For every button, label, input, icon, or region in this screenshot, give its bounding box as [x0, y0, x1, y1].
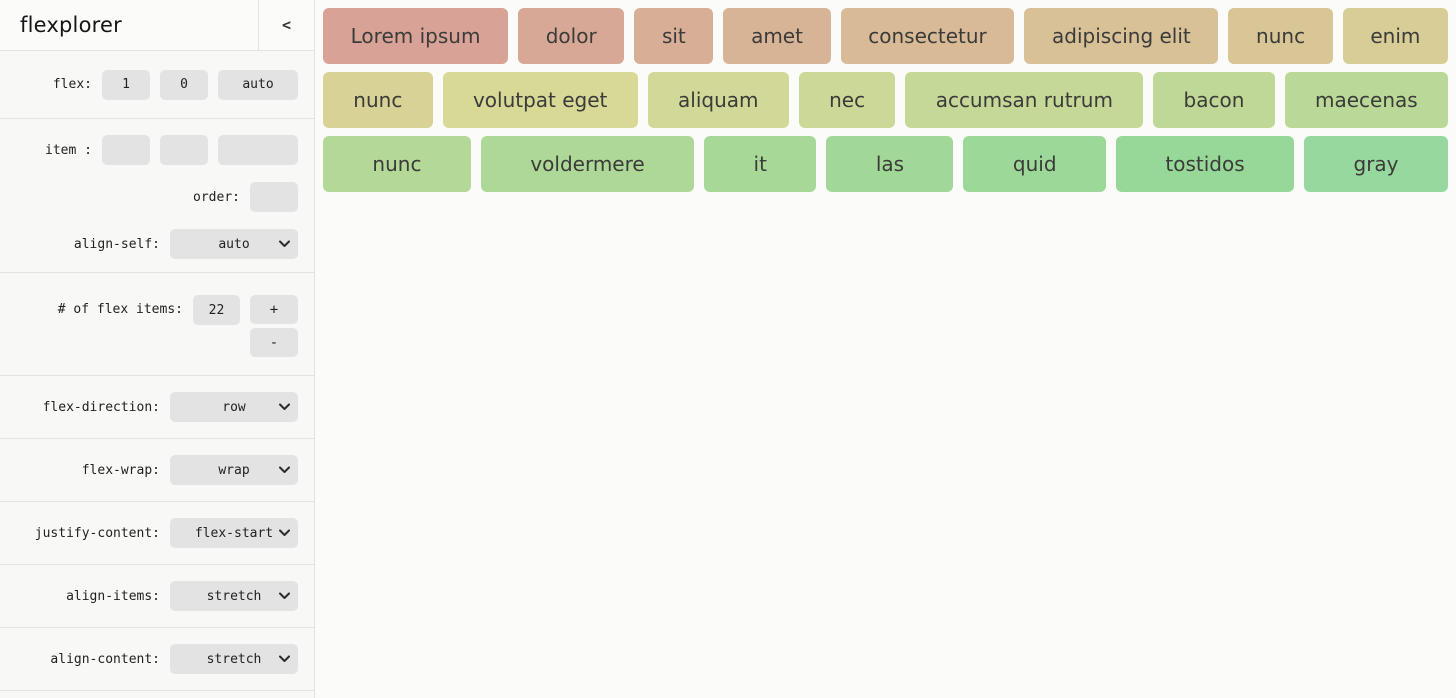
- flex-item[interactable]: adipiscing elit: [1024, 8, 1219, 64]
- justify-content-label: justify-content:: [34, 525, 160, 541]
- flex-label: flex:: [52, 77, 92, 92]
- flex-item[interactable]: nunc: [1228, 8, 1333, 64]
- chevron-down-icon: [279, 403, 290, 411]
- justify-content-select[interactable]: flex-start: [170, 518, 298, 548]
- flex-shrink-input[interactable]: [160, 69, 208, 100]
- flex-shorthand-section: flex:: [0, 50, 314, 118]
- flex-wrap-section: flex-wrap: wrap: [0, 438, 314, 501]
- add-item-button[interactable]: +: [250, 295, 298, 324]
- flex-item[interactable]: Lorem ipsum: [323, 8, 509, 64]
- align-items-label: align-items:: [66, 588, 160, 604]
- item-count-input[interactable]: [193, 295, 240, 325]
- align-items-section: align-items: stretch: [0, 564, 314, 627]
- flex-direction-section: flex-direction: row: [0, 375, 314, 438]
- flex-item[interactable]: gray: [1304, 136, 1448, 192]
- flex-item[interactable]: nunc: [323, 72, 433, 128]
- justify-content-section: justify-content: flex-start: [0, 501, 314, 564]
- flex-wrap-label: flex-wrap:: [81, 462, 160, 478]
- flex-item[interactable]: voldermere: [480, 136, 695, 192]
- item-count-label: # of flex items:: [57, 302, 183, 317]
- flex-direction-label: flex-direction:: [42, 399, 160, 415]
- item-properties-section: item : order: align-self: auto: [0, 118, 314, 272]
- flex-item[interactable]: bacon: [1153, 72, 1275, 128]
- item-flex-grow-input[interactable]: [102, 135, 150, 165]
- item-count-stepper: + -: [250, 295, 298, 357]
- flex-wrap-select-value: wrap: [218, 462, 250, 478]
- chevron-down-icon: [279, 592, 290, 600]
- justify-content-select-value: flex-start: [194, 525, 274, 541]
- order-label: order:: [193, 189, 240, 205]
- sidebar-header: flexplorer <: [0, 0, 314, 50]
- flex-item[interactable]: quid: [963, 136, 1106, 192]
- flex-item[interactable]: aliquam: [647, 72, 789, 128]
- order-input[interactable]: [250, 182, 298, 212]
- flex-item[interactable]: accumsan rutrum: [905, 72, 1144, 128]
- flex-item[interactable]: volutpat eget: [442, 72, 638, 128]
- chevron-down-icon: [279, 466, 290, 474]
- flex-item[interactable]: nunc: [323, 136, 471, 192]
- align-self-label: align-self:: [73, 236, 160, 252]
- flex-direction-select-value: row: [222, 399, 246, 415]
- align-self-select[interactable]: auto: [170, 229, 298, 259]
- flex-item[interactable]: las: [826, 136, 954, 192]
- collapse-sidebar-button[interactable]: <: [258, 0, 314, 50]
- flex-basis-input[interactable]: [218, 69, 298, 100]
- flex-wrap-select[interactable]: wrap: [170, 455, 298, 485]
- flex-item[interactable]: consectetur: [840, 8, 1015, 64]
- flex-item[interactable]: dolor: [518, 8, 625, 64]
- flex-item[interactable]: amet: [723, 8, 831, 64]
- chevron-down-icon: [279, 529, 290, 537]
- align-content-label: align-content:: [50, 651, 160, 667]
- sidebar: flexplorer < flex: item : order: align-s…: [0, 0, 315, 698]
- item-count-section: # of flex items: + -: [0, 272, 314, 375]
- app-title: flexplorer: [20, 13, 122, 37]
- align-self-select-value: auto: [218, 236, 250, 252]
- align-content-select-value: stretch: [206, 651, 262, 667]
- align-content-section: align-content: stretch: [0, 627, 314, 690]
- flex-item[interactable]: sit: [634, 8, 714, 64]
- item-label: item :: [45, 142, 92, 158]
- flex-item[interactable]: nec: [798, 72, 896, 128]
- chevron-down-icon: [279, 655, 290, 663]
- flex-grow-input[interactable]: [102, 69, 150, 100]
- remove-item-button[interactable]: -: [250, 328, 298, 357]
- flex-direction-select[interactable]: row: [170, 392, 298, 422]
- item-flex-basis-input[interactable]: [218, 135, 298, 165]
- flex-item[interactable]: it: [704, 136, 817, 192]
- flex-item[interactable]: tostidos: [1115, 136, 1295, 192]
- align-content-select[interactable]: stretch: [170, 644, 298, 674]
- flex-item[interactable]: enim: [1342, 8, 1449, 64]
- flex-item[interactable]: maecenas: [1284, 72, 1449, 128]
- next-section-partial: [0, 690, 314, 697]
- item-flex-shrink-input[interactable]: [160, 135, 208, 165]
- collapse-chevron-left-icon: <: [281, 16, 292, 34]
- align-items-select[interactable]: stretch: [170, 581, 298, 611]
- chevron-down-icon: [279, 240, 290, 248]
- align-items-select-value: stretch: [206, 588, 262, 604]
